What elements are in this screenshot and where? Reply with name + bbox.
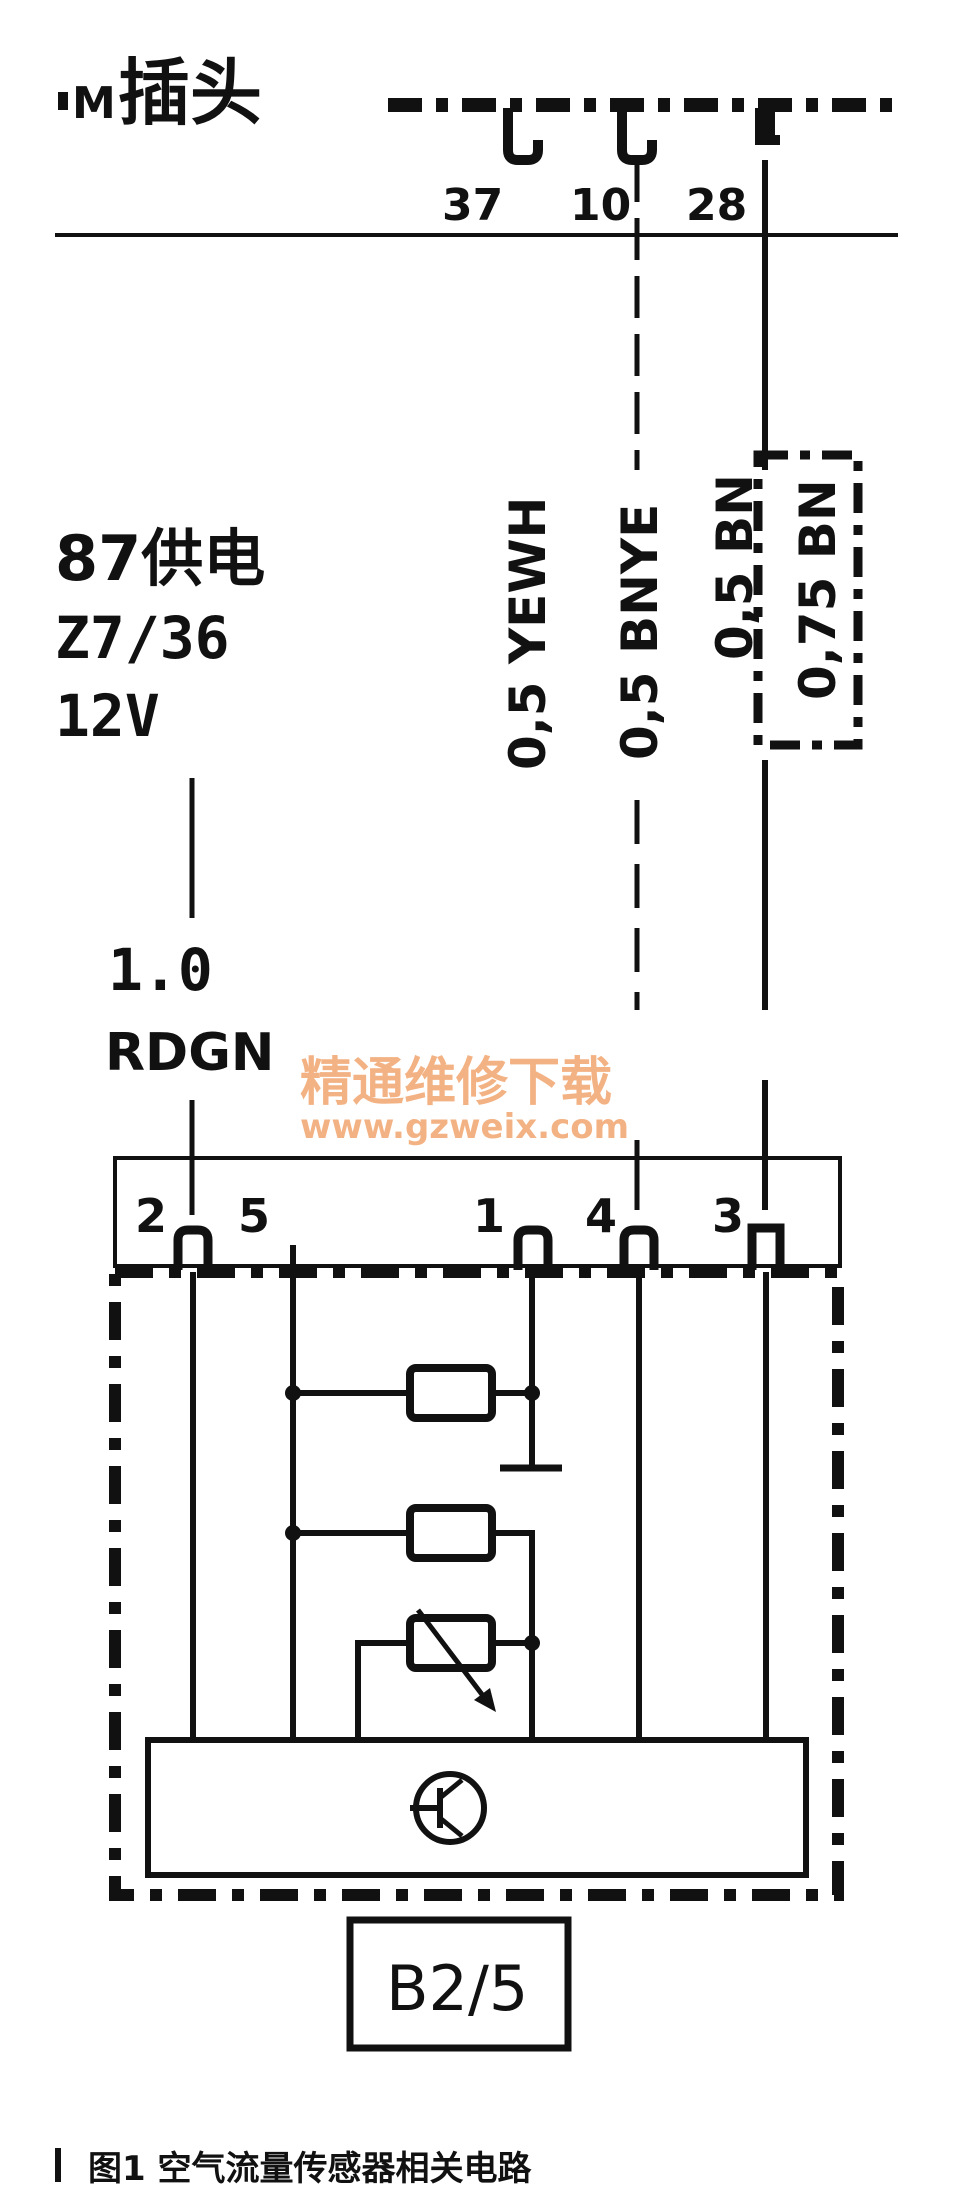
supply-label-z7: Z7/36: [55, 604, 230, 672]
connector-pin-label: 37: [442, 180, 503, 231]
alternate-wire-box: [753, 450, 863, 750]
sensor-housing-outline: [109, 1266, 844, 1901]
variable-resistor-arrow: [416, 1608, 492, 1707]
junction-dot: [285, 1525, 301, 1541]
sensor-pin-label: 4: [585, 1189, 617, 1243]
junction-dot: [285, 1385, 301, 1401]
sensor-pin-label: 1: [473, 1189, 505, 1243]
supply-label-12v: 12V: [55, 682, 160, 750]
variable-resistor: [406, 1614, 496, 1672]
variable-resistor-lead-left: [355, 1640, 410, 1740]
resistor-1: [406, 1364, 496, 1422]
sensor-pin-4-socket: [619, 1225, 659, 1270]
connector-pin-37-socket: [503, 108, 543, 165]
sensor-pin-label: 5: [238, 1189, 270, 1243]
watermark-title: 精通维修下载: [300, 1053, 612, 1113]
connector-pin-10-socket: [617, 108, 657, 165]
connector-pin-label: 28: [686, 180, 747, 231]
sensor-electronics-module: [145, 1737, 809, 1878]
connector-pin-28-socket: [755, 108, 780, 145]
caption-bullet: [55, 2148, 61, 2182]
variable-resistor-arrowhead: [474, 1688, 496, 1712]
wire-label-yewh: 0,5 YEWH: [499, 497, 557, 770]
sensor-pin-3-socket: [747, 1223, 785, 1270]
header-title: 插头: [118, 51, 262, 135]
header-prefix-mark: M: [72, 78, 116, 129]
transistor-icon-collector: [438, 1778, 464, 1800]
component-label-box: [346, 1916, 572, 2052]
supply-wire-color: RDGN: [105, 1023, 274, 1083]
supply-wire-size: 1.0: [108, 936, 213, 1004]
resistor-2-lead-right: [492, 1530, 535, 1740]
resistor-2: [406, 1504, 496, 1562]
transistor-icon-emitter: [438, 1816, 464, 1838]
watermark-url: www.gzweix.com: [300, 1107, 629, 1147]
junction-dot: [524, 1385, 540, 1401]
header-prefix-bullet: [58, 92, 68, 110]
wire-label-075-bn: 0,75 BN: [789, 479, 847, 700]
figure-caption: 图1 空气流量传感器相关电路: [88, 2149, 532, 2189]
sensor-pin-1-socket: [513, 1225, 553, 1270]
component-id: B2/5: [386, 1952, 528, 2025]
sensor-pin-label: 2: [135, 1189, 167, 1243]
wire-label-bnye: 0,5 BNYE: [611, 504, 669, 760]
junction-dot: [524, 1635, 540, 1651]
connector-pin-label: 10: [570, 180, 631, 231]
sensor-pin-2-socket: [173, 1225, 213, 1270]
sensor-pin-label: 3: [712, 1189, 744, 1243]
supply-label-87: 87供电: [55, 522, 265, 595]
